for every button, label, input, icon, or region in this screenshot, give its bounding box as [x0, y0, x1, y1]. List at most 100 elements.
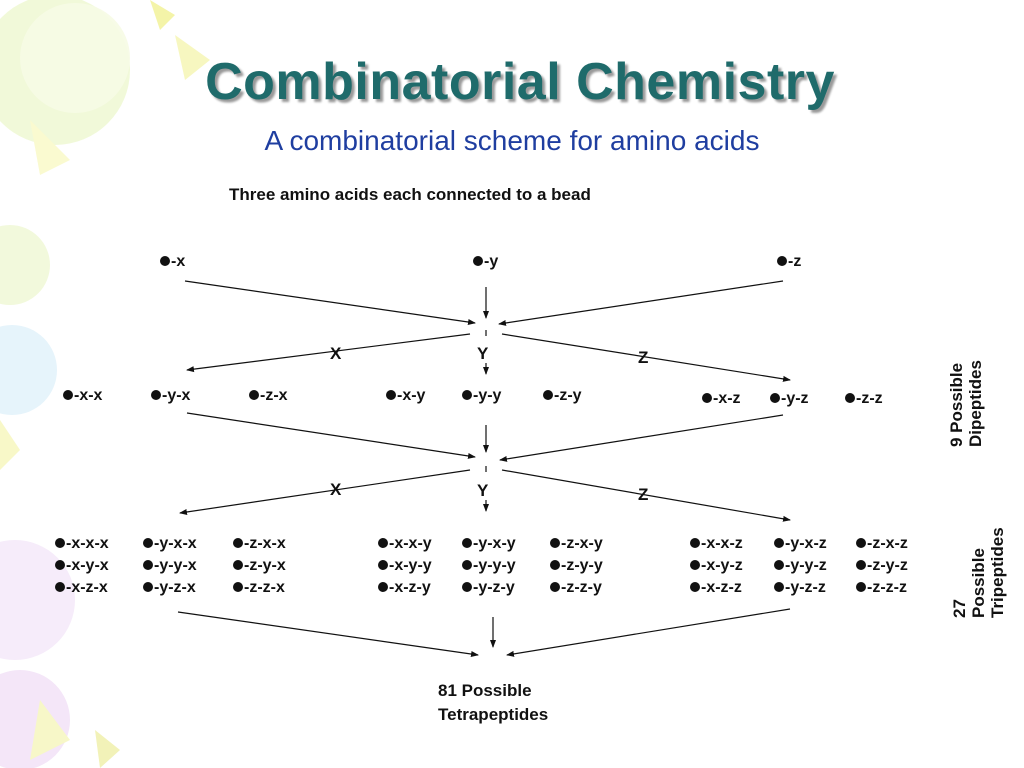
- bead-icon: [386, 389, 396, 400]
- bead-icon: [55, 559, 65, 570]
- bead-icon: [143, 581, 153, 592]
- monomer-label: -x: [171, 253, 186, 270]
- tripeptide-label: -z-y-y: [561, 557, 603, 574]
- yellow-shard-decoration: [30, 700, 70, 760]
- tripeptide-label: -y-y-z: [785, 557, 827, 574]
- bead-icon: [55, 537, 65, 548]
- side-label-line: 27 Possible: [950, 548, 988, 618]
- tripeptide: -y-y-y: [462, 555, 516, 577]
- yellow-shard-decoration: [95, 730, 120, 768]
- tripeptide-column: -x-x-z -x-y-z -x-z-z: [690, 533, 743, 599]
- tripeptide-label: -x-z-y: [389, 579, 431, 596]
- branch-label-x: X: [330, 344, 342, 363]
- bead-icon: [702, 392, 712, 403]
- tripeptide: -y-x-y: [462, 533, 516, 555]
- tripeptide-label: -y-z-x: [154, 579, 196, 596]
- dipeptide: -y-z: [770, 390, 809, 408]
- tripeptide-label: -x-x-y: [389, 535, 432, 552]
- side-label-tripeptides: 27 Possible Tripeptides: [950, 527, 1007, 618]
- tripeptide-label: -z-z-y: [561, 579, 602, 596]
- yellow-shard-decoration: [175, 35, 210, 80]
- monomer-label: -z: [788, 253, 802, 270]
- tripeptide-label: -x-y-z: [701, 557, 743, 574]
- bead-icon: [774, 581, 784, 592]
- bead-icon: [690, 537, 700, 548]
- bead-icon: [378, 581, 388, 592]
- result-label: 81 Possible Tetrapeptides: [438, 679, 548, 727]
- tripeptide: -x-z-x: [55, 577, 109, 599]
- tripeptide-label: -y-y-x: [154, 557, 197, 574]
- arrow-diverge-z: [501, 469, 791, 522]
- pink-circle-decoration: [0, 540, 75, 660]
- tripeptide: -y-y-z: [774, 555, 827, 577]
- tripeptide: -y-z-y: [462, 577, 516, 599]
- bead-icon: [856, 537, 866, 548]
- tripeptide-column: -z-x-z -z-y-z -z-z-z: [856, 533, 908, 599]
- tripeptide: -x-y-y: [378, 555, 432, 577]
- tripeptide: -x-z-z: [690, 577, 743, 599]
- arrow-converge-1: [184, 280, 476, 325]
- scheme-heading: Three amino acids each connected to a be…: [229, 185, 591, 204]
- side-label-line: 9 Possible: [947, 362, 966, 447]
- tripeptide-column: -y-x-x -y-y-x -y-z-x: [143, 533, 197, 599]
- green-circle-decoration: [20, 3, 130, 113]
- side-label-line: Dipeptides: [966, 360, 985, 447]
- dipeptide-label: -y-x: [162, 387, 191, 404]
- tripeptide: -y-x-x: [143, 533, 197, 555]
- branch-label-z: Z: [638, 348, 649, 367]
- tripeptide-label: -y-z-z: [785, 579, 826, 596]
- tripeptide-label: -y-x-x: [154, 535, 197, 552]
- tripeptide-label: -y-z-y: [473, 579, 515, 596]
- tripeptide: -z-y-x: [233, 555, 286, 577]
- tripeptide-label: -x-y-y: [389, 557, 432, 574]
- tripeptide-label: -x-z-x: [66, 579, 108, 596]
- branch-label-y: Y: [477, 344, 489, 363]
- result-label-line: Tetrapeptides: [438, 705, 549, 724]
- bead-icon: [249, 389, 259, 400]
- tripeptide: -z-y-y: [550, 555, 603, 577]
- arrow-diverge-x: [186, 333, 471, 373]
- dipeptide: -y-y: [462, 387, 501, 405]
- bead-icon: [777, 255, 787, 266]
- bead-icon: [55, 581, 65, 592]
- tripeptide-label: -x-x-z: [701, 535, 743, 552]
- bead-icon: [473, 255, 483, 266]
- slide-subtitle: A combinatorial scheme for amino acids: [264, 125, 760, 156]
- yellow-shard-decoration: [150, 0, 175, 30]
- bead-icon: [160, 255, 170, 266]
- bead-icon: [550, 537, 560, 548]
- tripeptide-column: -y-x-y -y-y-y -y-z-y: [462, 533, 516, 599]
- tripeptide-label: -z-z-z: [867, 579, 907, 596]
- bead-icon: [462, 559, 472, 570]
- bead-icon: [143, 559, 153, 570]
- dipeptide-label: -z-x: [260, 387, 288, 404]
- bead-icon: [856, 581, 866, 592]
- tripeptide: -z-z-x: [233, 577, 286, 599]
- slide-title: Combinatorial Chemistry: [205, 53, 835, 111]
- bead-icon: [774, 537, 784, 548]
- side-label-dipeptides: 9 Possible Dipeptides: [947, 360, 985, 447]
- tripeptide: -z-x-z: [856, 533, 908, 555]
- dipeptide: -z-x: [249, 387, 288, 405]
- blue-circle-decoration: [0, 325, 57, 415]
- bead-icon: [845, 392, 855, 403]
- result-label-line: 81 Possible: [438, 681, 532, 700]
- bead-icon: [143, 537, 153, 548]
- tripeptide: -z-z-y: [550, 577, 603, 599]
- tripeptide-label: -z-x-y: [561, 535, 603, 552]
- bead-icon: [378, 559, 388, 570]
- yellow-shard-decoration: [0, 420, 20, 470]
- tripeptide: -x-x-x: [55, 533, 109, 555]
- bead-icon: [543, 389, 553, 400]
- dipeptide-label: -x-x: [74, 387, 103, 404]
- tripeptide-label: -y-x-z: [785, 535, 827, 552]
- bead-icon: [378, 537, 388, 548]
- bead-icon: [774, 559, 784, 570]
- dipeptide-label: -z-z: [856, 390, 883, 407]
- bead-icon: [462, 389, 472, 400]
- arrow-diverge-x: [179, 469, 471, 515]
- arrow-converge-3: [177, 611, 479, 657]
- branch-label-x: X: [330, 480, 342, 499]
- tripeptide: -z-y-z: [856, 555, 908, 577]
